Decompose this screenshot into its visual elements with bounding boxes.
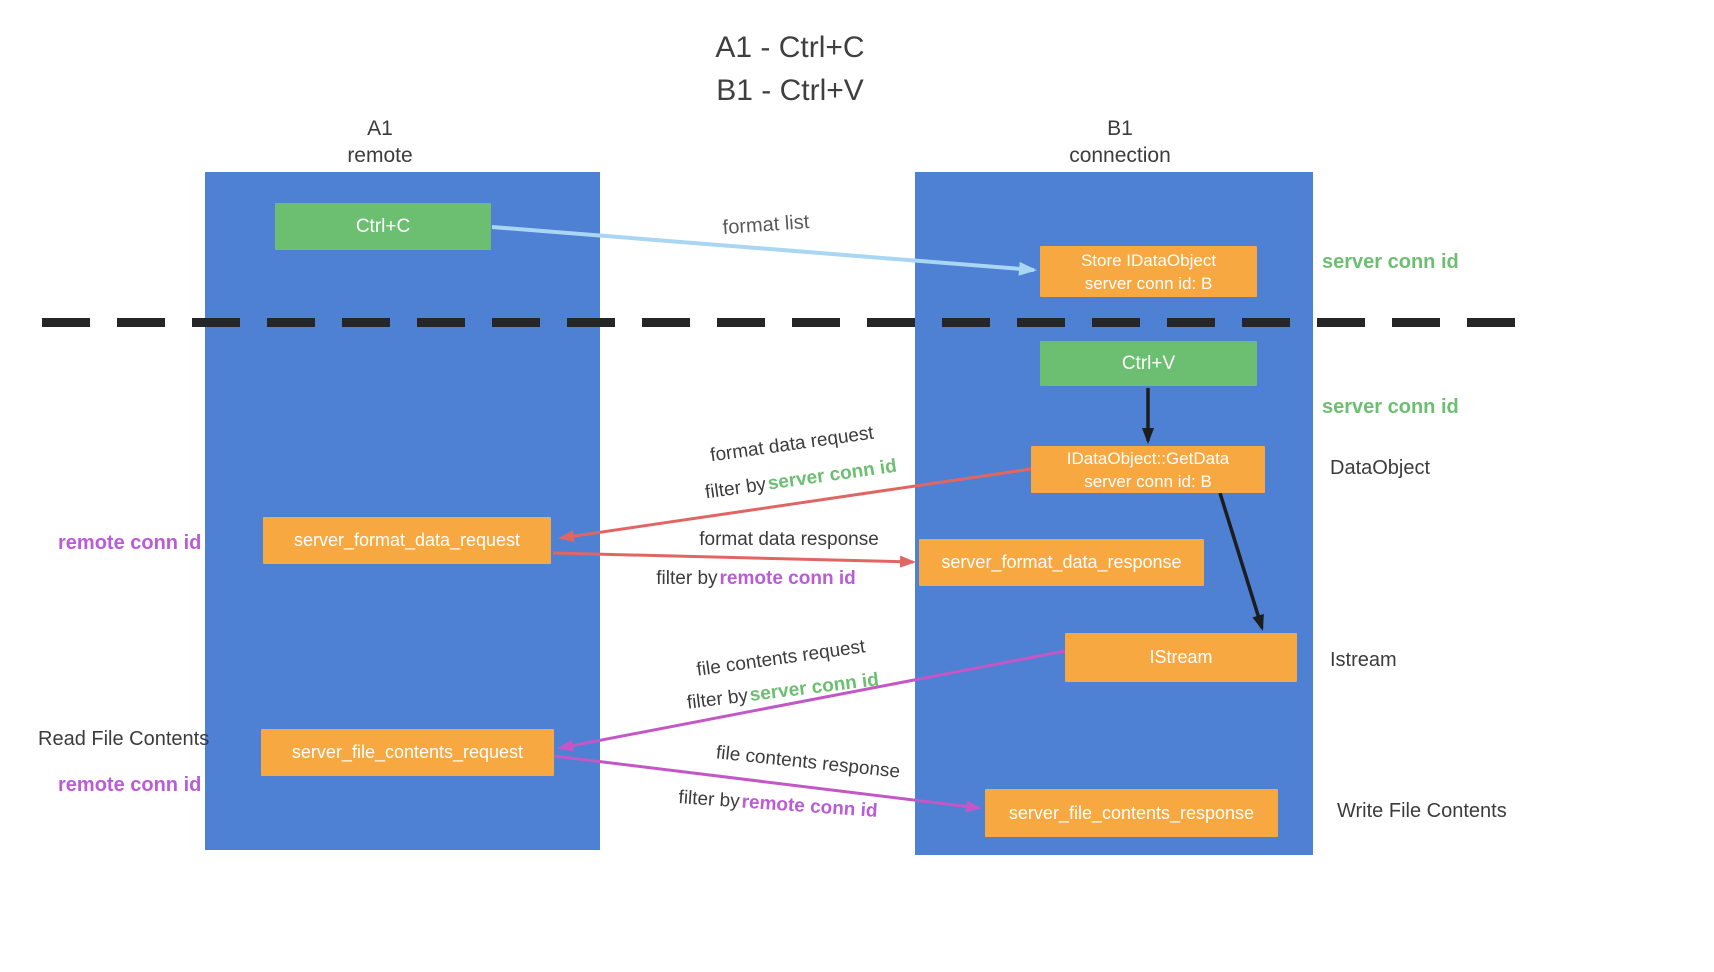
node-idataobject-getdata: IDataObject::GetData server conn id: B [1031, 446, 1265, 493]
filter-server-conn-id-2: server conn id [748, 669, 881, 706]
node-store-idataobject: Store IDataObject server conn id: B [1040, 246, 1257, 297]
node-ctrl-v: Ctrl+V [1040, 341, 1257, 386]
edge-label-format-list: format list [721, 211, 810, 239]
node-istream: IStream [1065, 633, 1297, 682]
node-ctrl-c: Ctrl+C [275, 203, 491, 250]
filter-by-text-2: filter by [656, 568, 718, 589]
lane-header-a1: A1 remote [280, 115, 480, 169]
node-server-file-contents-response-label: server_file_contents_response [1008, 802, 1255, 823]
filter-by-text-1: filter by [703, 474, 768, 504]
lane-header-b1: B1 connection [1020, 115, 1220, 169]
filter-remote-conn-id-2: remote conn id [740, 791, 879, 822]
node-server-file-contents-request-label: server_file_contents_request [291, 742, 524, 762]
title-line-1: A1 - Ctrl+C [715, 31, 865, 64]
lane-b1-subtitle: connection [1069, 144, 1171, 167]
filter-by-text-4: filter by [677, 787, 741, 813]
side-label-write-file-contents: Write File Contents [1337, 800, 1507, 822]
node-ctrl-c-label: Ctrl+C [355, 215, 411, 237]
side-label-remote-conn-id-file: remote conn id [58, 774, 202, 796]
node-server-file-contents-request: server_file_contents_request [261, 729, 554, 776]
filter-server-conn-id-1: server conn id [766, 455, 899, 495]
node-server-format-data-request: server_format_data_request [263, 517, 551, 564]
side-label-read-file-contents: Read File Contents [38, 728, 210, 750]
phase-divider-line [42, 318, 1534, 327]
side-label-dataobject: DataObject [1330, 457, 1431, 479]
side-label-remote-conn-id-format: remote conn id [58, 532, 202, 554]
node-idataobject-getdata-line2: server conn id: B [1084, 471, 1212, 491]
arrow-format-data-response [552, 551, 916, 568]
lane-a1-subtitle: remote [347, 144, 413, 167]
node-server-file-contents-response: server_file_contents_response [985, 789, 1278, 837]
side-label-server-conn-id-store: server conn id [1322, 251, 1459, 273]
filter-by-text-3: filter by [685, 685, 750, 714]
node-server-format-data-response-label: server_format_data_response [941, 552, 1182, 572]
side-label-istream: Istream [1330, 649, 1397, 671]
edge-label-filter-remote-conn-id-2: filter byremote conn id [653, 785, 904, 824]
lane-a1-name: A1 [367, 117, 393, 140]
node-server-format-data-response: server_format_data_response [919, 539, 1204, 586]
node-server-format-data-request-label: server_format_data_request [293, 530, 521, 550]
node-store-idataobject-line1: Store IDataObject [1080, 250, 1217, 270]
node-store-idataobject-line2: server conn id: B [1084, 273, 1213, 293]
side-label-server-conn-id-getdata: server conn id [1322, 396, 1459, 418]
node-ctrl-v-label: Ctrl+V [1121, 352, 1176, 374]
title-line-2: B1 - Ctrl+V [716, 74, 864, 107]
node-istream-label: IStream [1149, 647, 1213, 667]
lane-b1-name: B1 [1107, 117, 1133, 140]
node-idataobject-getdata-line1: IDataObject::GetData [1066, 448, 1230, 468]
edge-label-file-contents-response: file contents response [715, 742, 902, 783]
edge-label-format-data-response: format data response [699, 529, 879, 550]
diagram-title: A1 - Ctrl+C B1 - Ctrl+V [540, 26, 1040, 112]
filter-remote-conn-id-1: remote conn id [719, 568, 856, 589]
